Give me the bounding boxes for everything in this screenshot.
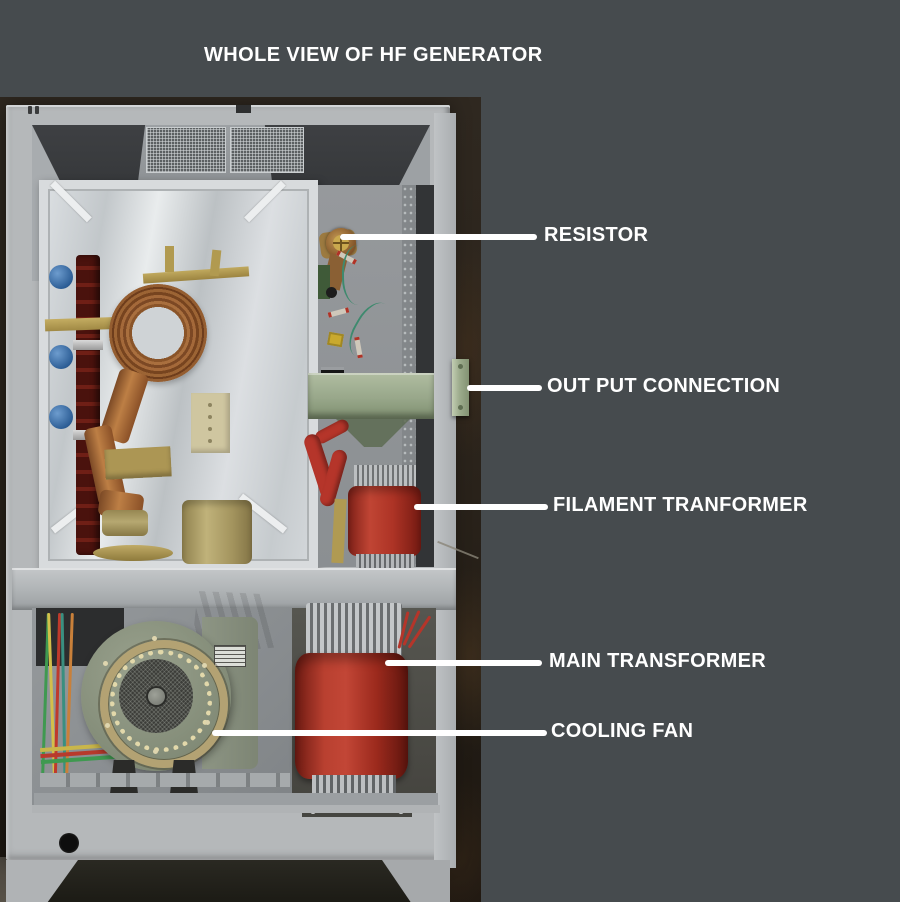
fan-ring-flange — [110, 650, 212, 752]
capacitor-disc — [49, 345, 73, 369]
fan-screw — [205, 720, 210, 725]
fan-screw — [202, 663, 207, 668]
annotation-label: OUT PUT CONNECTION — [547, 375, 781, 397]
fan-intake-ring — [100, 640, 228, 768]
terminal-hole — [208, 439, 212, 443]
under-cabinet-shadow — [28, 860, 428, 902]
page-title: WHOLE VIEW OF HF GENERATOR — [204, 44, 543, 66]
annotation-label: COOLING FAN — [551, 720, 694, 742]
leader-line — [414, 504, 548, 510]
cabinet-top-tab — [236, 105, 251, 113]
output-connection-plate — [452, 359, 469, 416]
filament-transformer-core — [354, 465, 416, 489]
choke-coil — [76, 255, 100, 555]
hf-generator-photo — [0, 97, 481, 902]
fan-screw — [105, 723, 110, 728]
main-transformer — [295, 653, 408, 779]
fan-hub — [148, 688, 165, 705]
terminal-hole — [208, 415, 212, 419]
terminal-hole — [208, 427, 212, 431]
brass-plate — [104, 446, 172, 480]
generator-cabinet — [6, 105, 456, 868]
fan-nameplate — [214, 645, 246, 667]
annotation-label: RESISTOR — [544, 224, 649, 246]
floor-rail — [32, 805, 440, 813]
floor-rail — [40, 773, 290, 787]
vent-mesh-panel — [146, 127, 226, 173]
tank-coil — [109, 284, 207, 382]
fan-screw — [152, 636, 157, 641]
floor-rail — [34, 793, 438, 807]
brass-disc — [93, 545, 173, 561]
brass-standoff — [165, 246, 174, 272]
vent-mesh-panel — [230, 127, 304, 173]
choke-band — [73, 340, 103, 350]
fan-screw — [103, 661, 108, 666]
leader-line — [467, 385, 542, 391]
cabinet-right-wall — [434, 113, 456, 868]
component-knob — [326, 287, 337, 298]
leader-line — [212, 730, 547, 736]
cabinet-top-bolt — [28, 106, 32, 114]
filament-transformer — [348, 486, 421, 556]
terminal-panel — [191, 393, 230, 453]
base-hole — [59, 833, 79, 853]
terminal-hole — [208, 403, 212, 407]
annotation-label: FILAMENT TRANFORMER — [553, 494, 808, 516]
ceramic-insulator — [102, 510, 148, 536]
output-bus-bar — [308, 373, 434, 419]
oscillator-tube — [182, 500, 252, 564]
hookup-wire — [342, 245, 378, 305]
leader-line — [340, 234, 537, 240]
main-transformer-core — [306, 603, 402, 659]
capacitor-disc — [49, 405, 73, 429]
component-block — [326, 331, 345, 348]
leader-line — [385, 660, 542, 666]
cabinet-top-bolt — [35, 106, 39, 114]
oscillator-compartment — [39, 180, 318, 570]
plate-screw — [458, 405, 463, 410]
annotation-label: MAIN TRANSFORMER — [549, 650, 767, 672]
plate-screw — [458, 364, 463, 369]
fan-screw — [153, 749, 158, 754]
capacitor-disc — [49, 265, 73, 289]
